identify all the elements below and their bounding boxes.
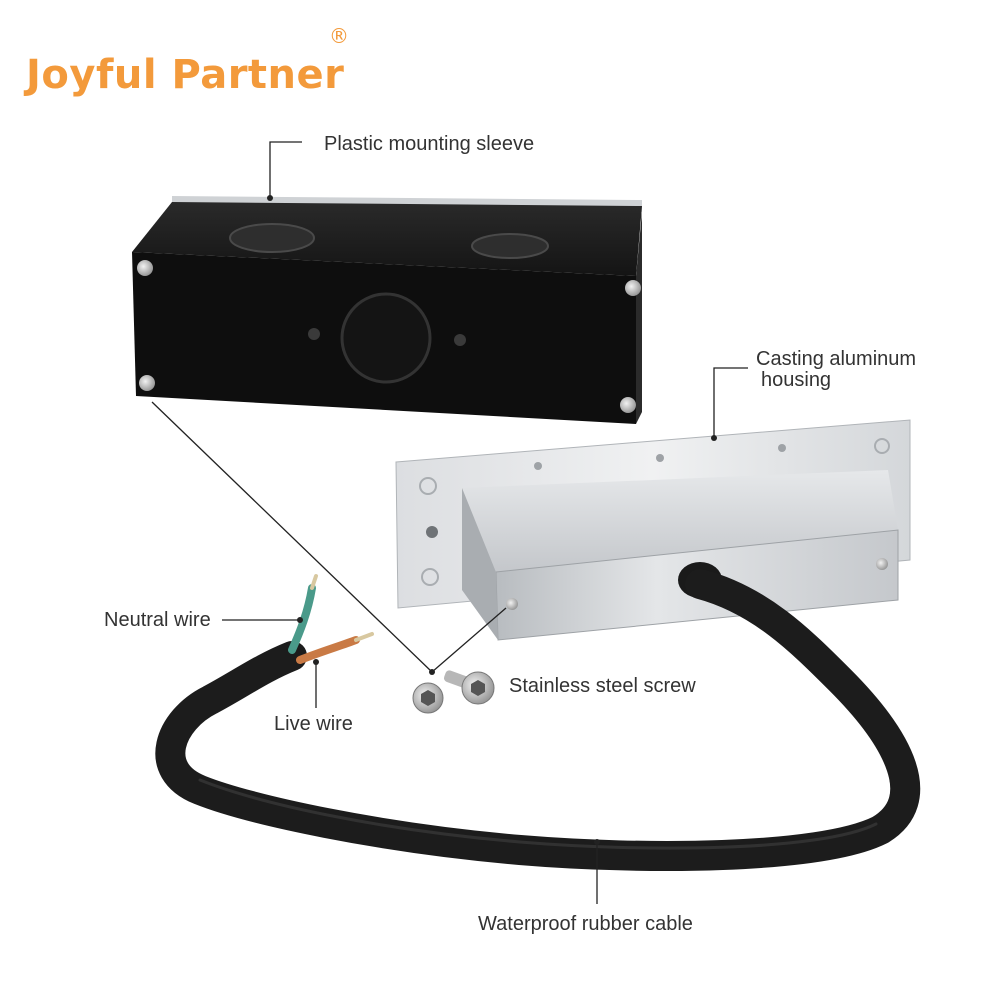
leader-dot-screw <box>429 669 435 675</box>
label-live-wire: Live wire <box>274 713 353 735</box>
knockout-front <box>340 292 432 384</box>
housing-screw-right <box>876 558 888 570</box>
housing-box-top <box>462 470 898 572</box>
leader-screw-from-sleeve <box>151 401 433 673</box>
plate-dot-3 <box>778 444 786 452</box>
mounting-sleeve <box>132 196 642 424</box>
sleeve-screw-top-right <box>625 280 641 296</box>
leader-lines <box>151 141 748 904</box>
leader-dot-housing <box>711 435 717 441</box>
stainless-screws <box>412 670 495 714</box>
plate-dot-1 <box>534 462 542 470</box>
plate-dot-2 <box>656 454 664 462</box>
cable-highlight <box>198 778 878 850</box>
leader-screw-from-housing <box>431 607 507 673</box>
sleeve-corner-screws <box>137 260 641 413</box>
label-screw: Stainless steel screw <box>509 675 696 697</box>
leader-mounting-sleeve <box>269 141 302 198</box>
sleeve-screw-bottom-right <box>620 397 636 413</box>
rubber-cable <box>155 569 921 871</box>
plate-hole-right <box>874 438 890 454</box>
neutral-wire <box>288 584 316 654</box>
label-neutral-wire: Neutral wire <box>104 609 211 631</box>
neutral-wire-tip <box>310 574 318 590</box>
knockout-top-right <box>471 233 549 259</box>
wires <box>288 574 374 664</box>
label-mounting-sleeve: Plastic mounting sleeve <box>324 133 535 155</box>
sleeve-side-face <box>636 212 642 424</box>
screw-socket-left <box>421 690 435 706</box>
leader-housing <box>713 367 748 438</box>
sleeve-hole-right <box>454 334 466 346</box>
sleeve-hole-left <box>308 328 320 340</box>
housing-box-left <box>462 488 498 640</box>
label-cable: Waterproof rubber cable <box>478 913 693 935</box>
label-housing-line1: Casting aluminum <box>756 348 917 370</box>
live-wire-tip <box>354 632 374 642</box>
label-housing-line2: housing <box>761 369 832 391</box>
knockout-top-left <box>229 223 315 253</box>
sleeve-screw-bottom-left <box>139 375 155 391</box>
live-wire <box>296 636 360 664</box>
registered-mark: ® <box>329 24 349 48</box>
leader-dot-mounting-sleeve <box>267 195 273 201</box>
plate-hole-middle <box>426 526 438 538</box>
aluminum-housing <box>395 419 911 641</box>
brand-logo: Joyful Partner <box>26 52 345 98</box>
plate-hole-bottom <box>421 568 439 586</box>
sleeve-screw-top-left <box>137 260 153 276</box>
housing-screw-left <box>506 598 518 610</box>
screw-socket-right <box>471 680 485 696</box>
leader-dot-neutral <box>297 617 303 623</box>
leader-dot-cable <box>594 839 600 845</box>
plate-hole-top <box>419 477 437 495</box>
leader-dot-live <box>313 659 319 665</box>
